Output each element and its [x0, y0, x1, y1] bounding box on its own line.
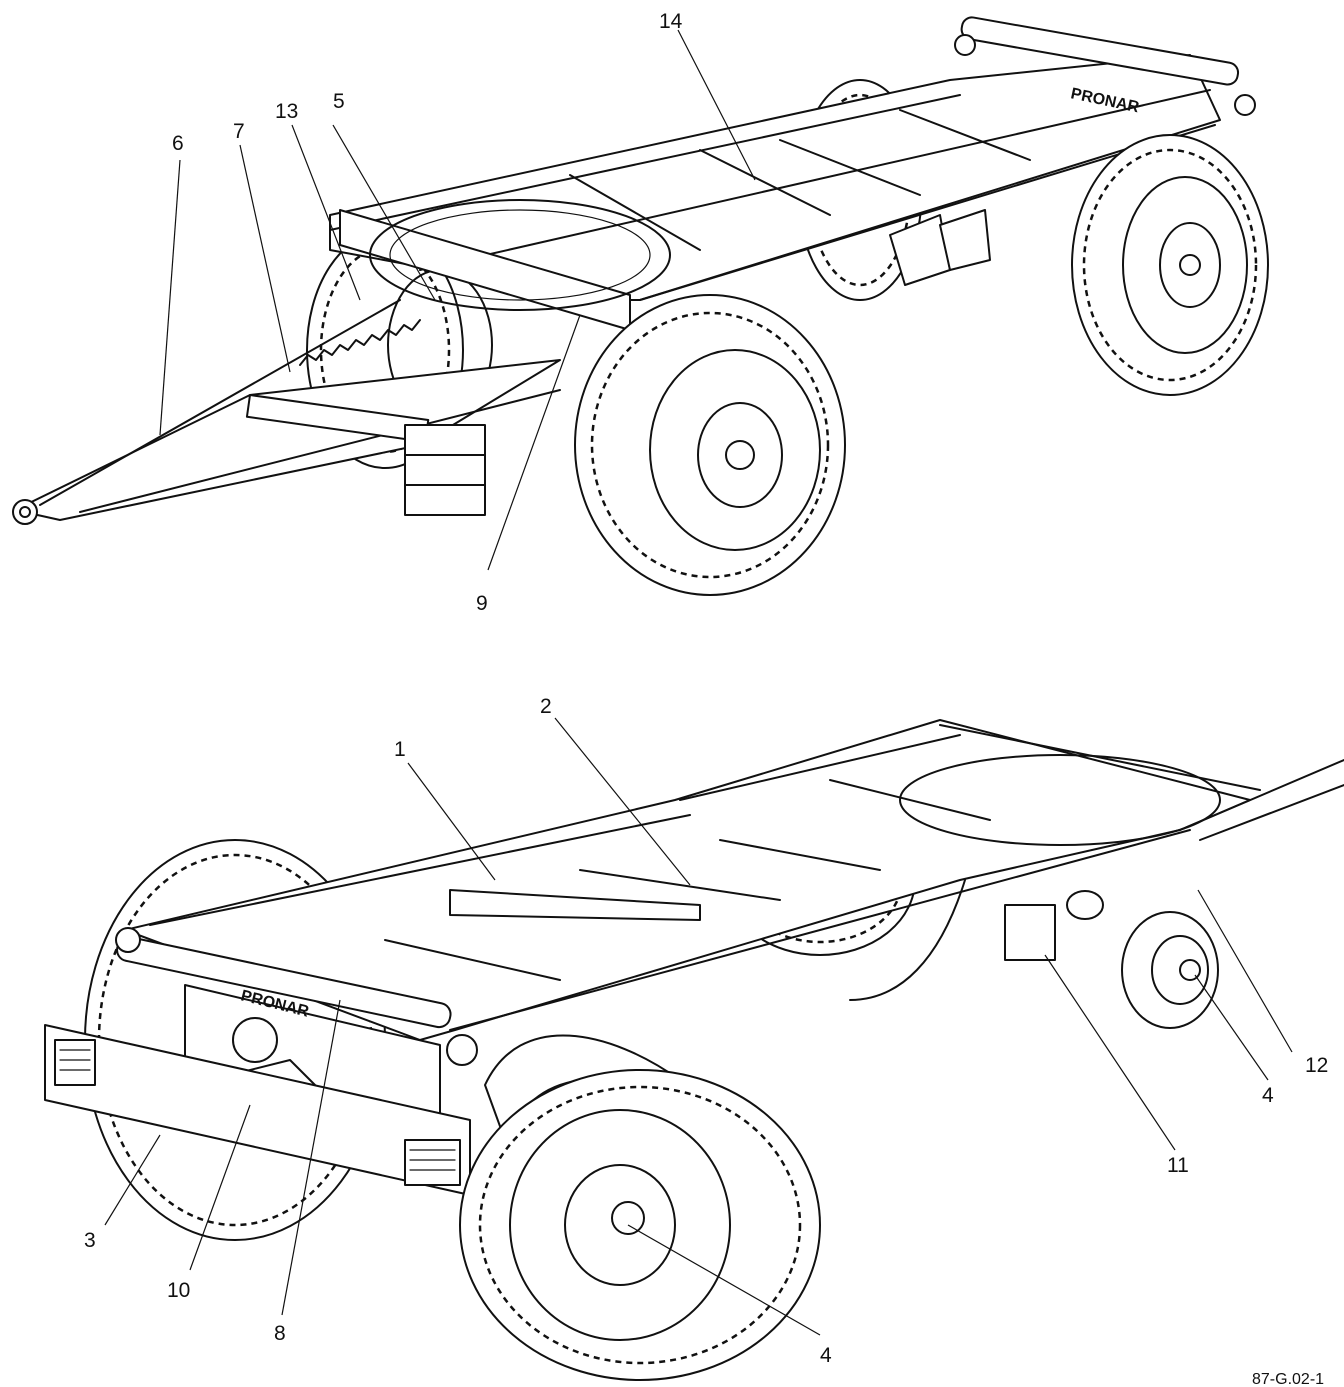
leader-8 [281, 999, 341, 1316]
leader-2 [554, 717, 691, 886]
leader-11 [1044, 954, 1176, 1151]
leader-3 [104, 1134, 161, 1226]
callout-5: 5 [333, 90, 345, 113]
leader-5 [332, 124, 436, 301]
upper-front-near-wheel [574, 294, 846, 596]
lower-front-hub [1004, 890, 1219, 1029]
callout-11: 11 [1167, 1154, 1189, 1177]
leader-6 [159, 159, 181, 436]
callout-4a: 4 [820, 1344, 832, 1367]
leader-10 [189, 1104, 251, 1271]
leader-13 [291, 124, 361, 301]
leader-4a [627, 1224, 821, 1336]
callout-10: 10 [167, 1279, 190, 1302]
callout-1: 1 [394, 738, 406, 761]
leader-14 [677, 29, 756, 181]
leader-1 [407, 762, 496, 881]
callout-9: 9 [476, 592, 488, 615]
lower-rear-near-wheel [459, 1069, 821, 1381]
callout-14: 14 [659, 10, 683, 33]
leader-12 [1197, 889, 1293, 1053]
callout-2: 2 [540, 695, 552, 718]
leader-9 [487, 314, 581, 571]
upper-main-frame [329, 16, 1256, 331]
callout-3: 3 [84, 1229, 96, 1252]
callout-7: 7 [233, 120, 245, 143]
lower-main-frame [44, 719, 1344, 1196]
upper-view: PRONAR [12, 10, 1269, 615]
callout-4b: 4 [1262, 1084, 1274, 1107]
figure-code: 87-G.02-1 [1252, 1371, 1324, 1387]
callout-6: 6 [172, 132, 184, 155]
lower-view: PRONAR 1 2 3 10 8 [44, 695, 1344, 1381]
callout-8: 8 [274, 1322, 286, 1345]
callout-13: 13 [275, 100, 298, 123]
upper-drawbar [12, 299, 561, 525]
leader-4b [1194, 974, 1269, 1081]
upper-rear-near-wheel [1071, 134, 1269, 396]
callout-12: 12 [1305, 1054, 1328, 1077]
leader-7 [239, 144, 291, 373]
